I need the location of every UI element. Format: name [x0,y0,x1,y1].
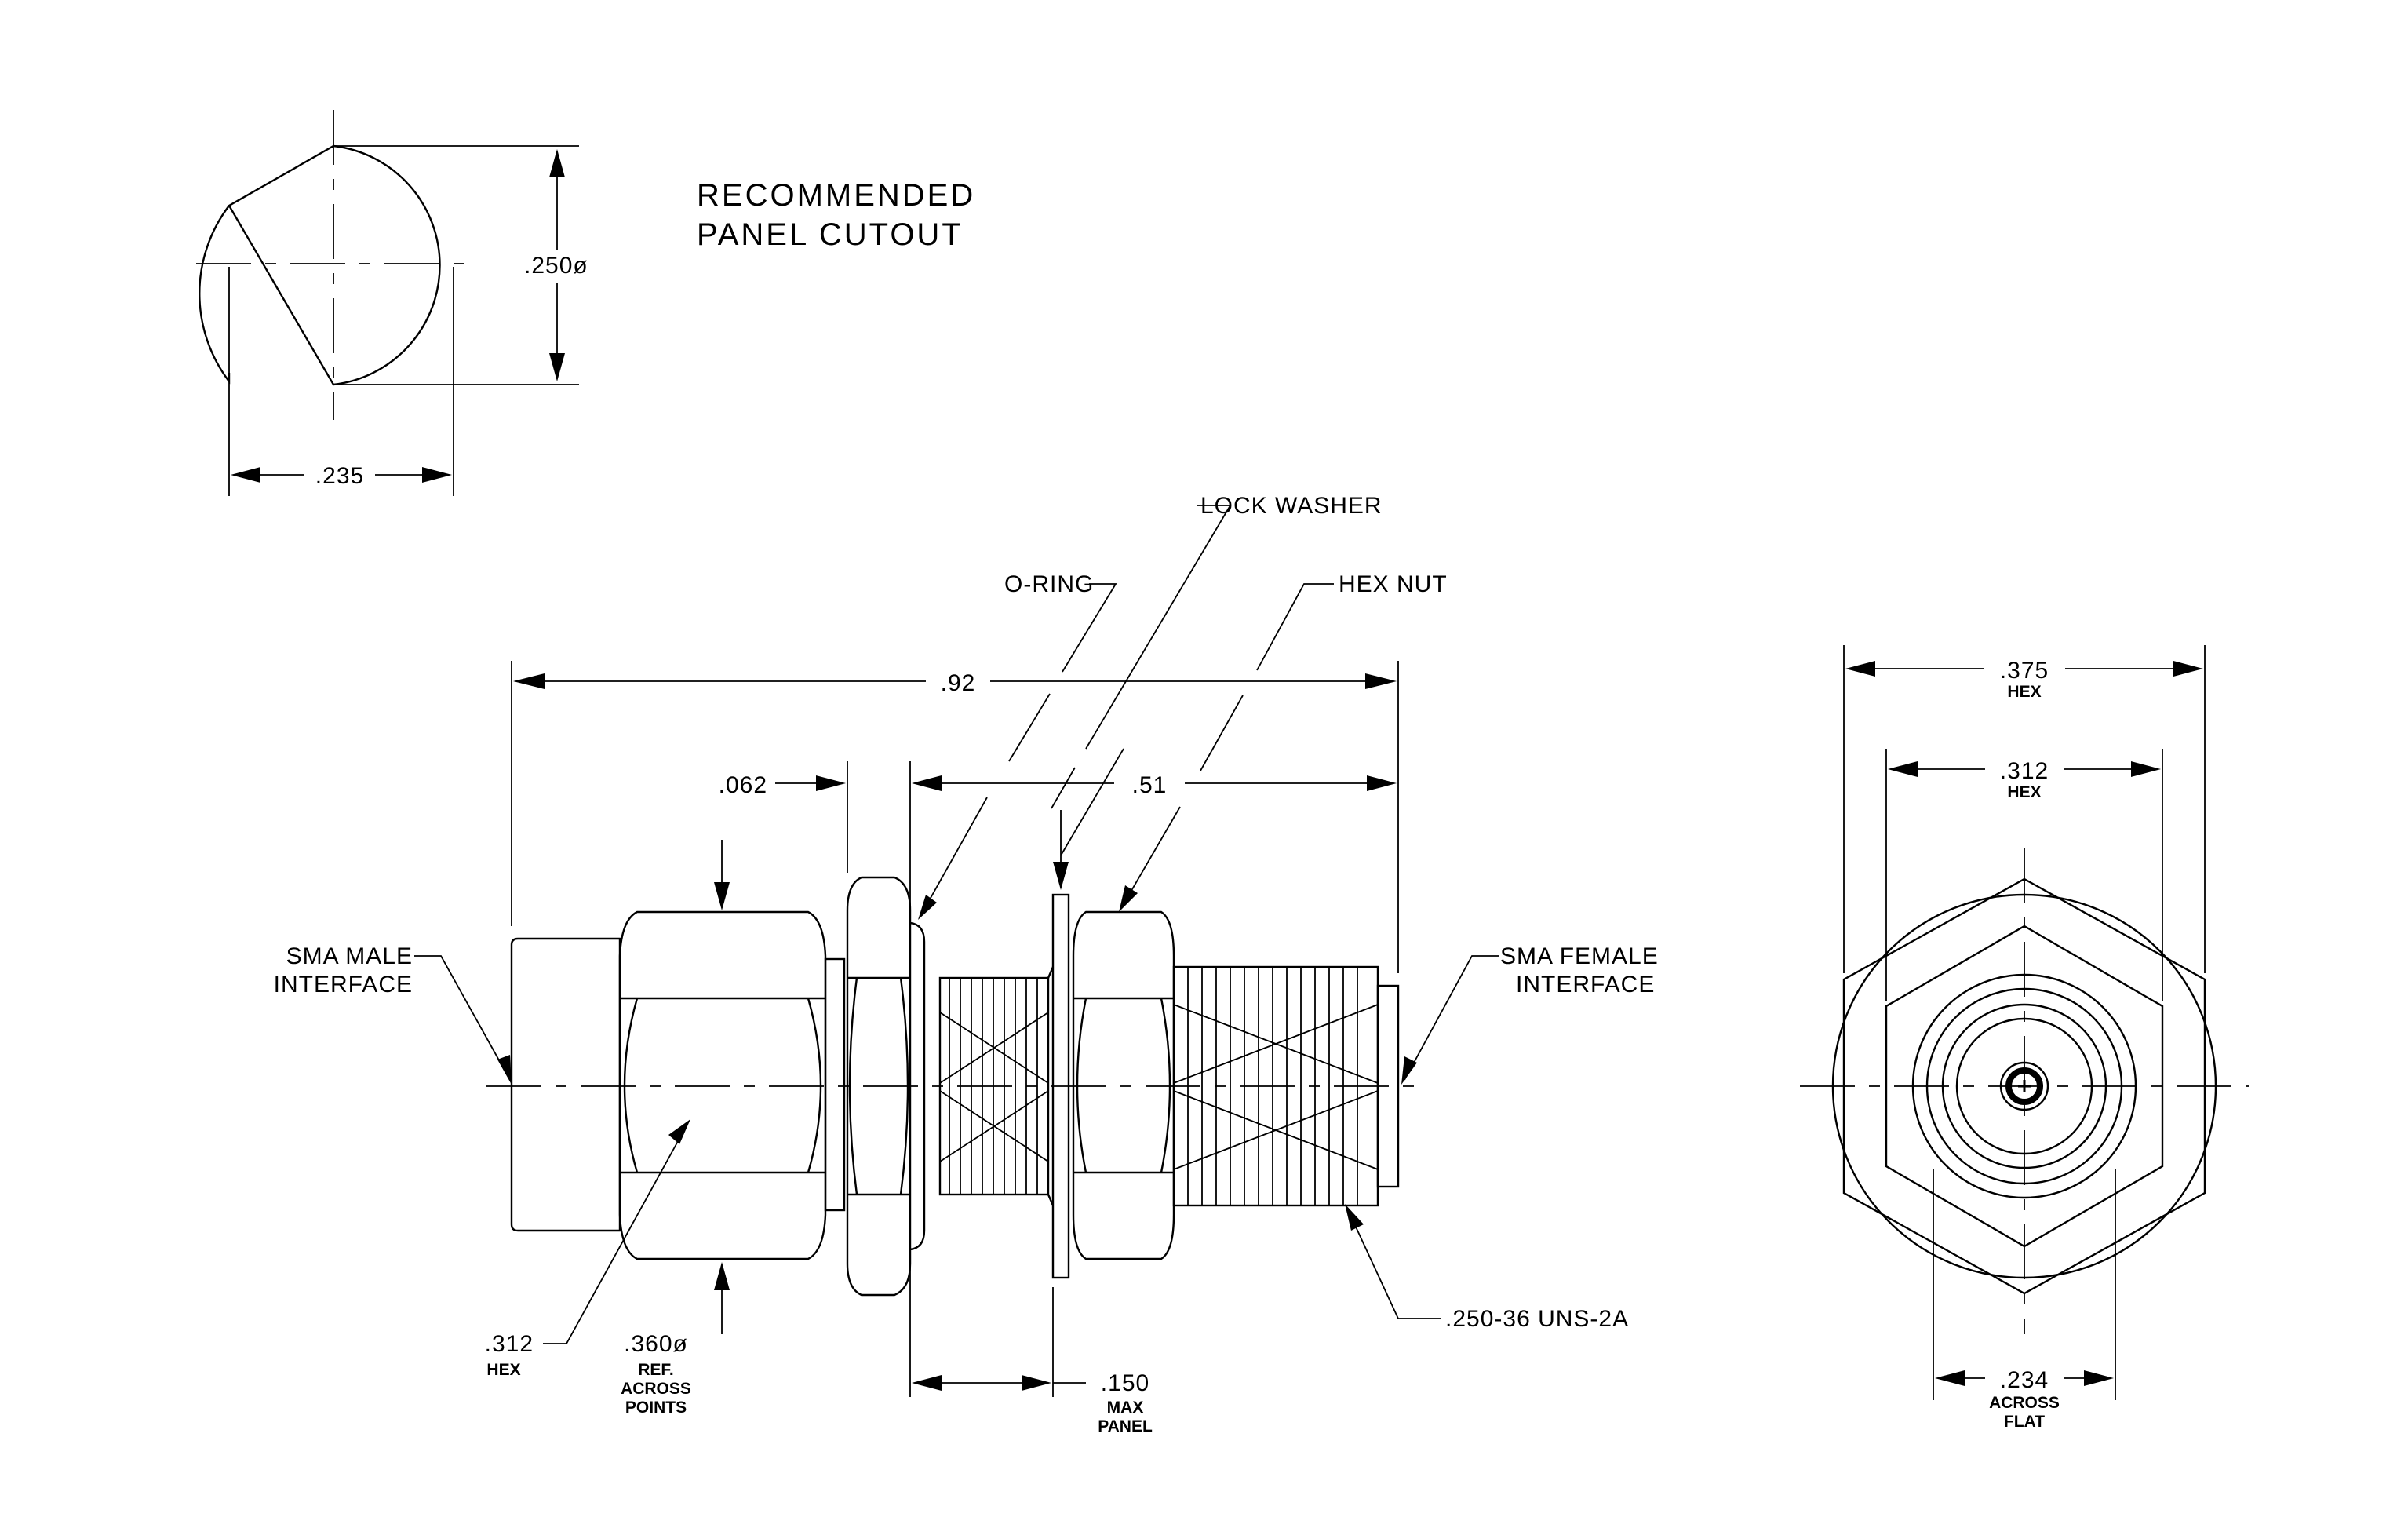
sma-male-label-1: SMA MALE [286,943,413,969]
cutout-width-label: .235 [315,463,364,489]
male-body [510,937,621,1232]
hex-flats-label: .312 [485,1331,534,1357]
lock-washer [1047,893,1070,1279]
end-hex-large-note: HEX [2007,683,2041,701]
end-small-hex [1885,925,2164,1248]
female-tip [1376,984,1400,1188]
cutout-outline [199,144,441,386]
hex-points-label: .360ø [624,1331,688,1357]
end-hex-small-label: .312 [2000,758,2049,784]
end-view [1800,645,2249,1400]
large-hex [618,910,827,1260]
end-hex-small-note: HEX [2007,783,2041,801]
hex-nut [1072,910,1175,1260]
cutout-diameter-label: .250ø [524,253,588,279]
sma-female-label-2: INTERFACE [1516,972,1655,998]
end-hex-large-label: .375 [2000,658,2049,684]
thread-label: .250-36 UNS-2A [1445,1306,1629,1332]
title-line2: PANEL CUTOUT [697,217,964,252]
hex-points-note2: ACROSS [621,1380,691,1398]
overall-length-label: .92 [941,670,976,696]
title-line1: RECOMMENDED [697,178,975,213]
side-view [414,505,1499,1397]
sma-male-label-2: INTERFACE [274,972,413,998]
thread-body-left [938,976,1050,1196]
sma-female-label-1: SMA FEMALE [1500,943,1659,969]
max-panel-label: .150 [1101,1370,1149,1396]
front-flange [846,876,912,1297]
max-panel-note2: PANEL [1098,1417,1153,1435]
hex-nut-label: HEX NUT [1339,571,1448,597]
hex-points-note1: REF. [638,1361,674,1379]
hex-flats-note: HEX [486,1361,520,1379]
panel-cutout-view [196,110,579,496]
flange-thickness-label: .062 [719,772,767,798]
hex-points-note3: POINTS [625,1399,687,1417]
end-large-hex [1842,877,2206,1295]
o-ring [909,921,926,1251]
rear-length-label: .51 [1132,772,1168,798]
end-flat-note2: FLAT [2004,1413,2045,1431]
lock-washer-label: LOCK WASHER [1200,493,1383,519]
max-panel-note1: MAX [1107,1399,1144,1417]
end-flat-note1: ACROSS [1989,1394,2060,1412]
o-ring-label: O-RING [1004,571,1094,597]
end-flat-label: .234 [2000,1367,2049,1393]
